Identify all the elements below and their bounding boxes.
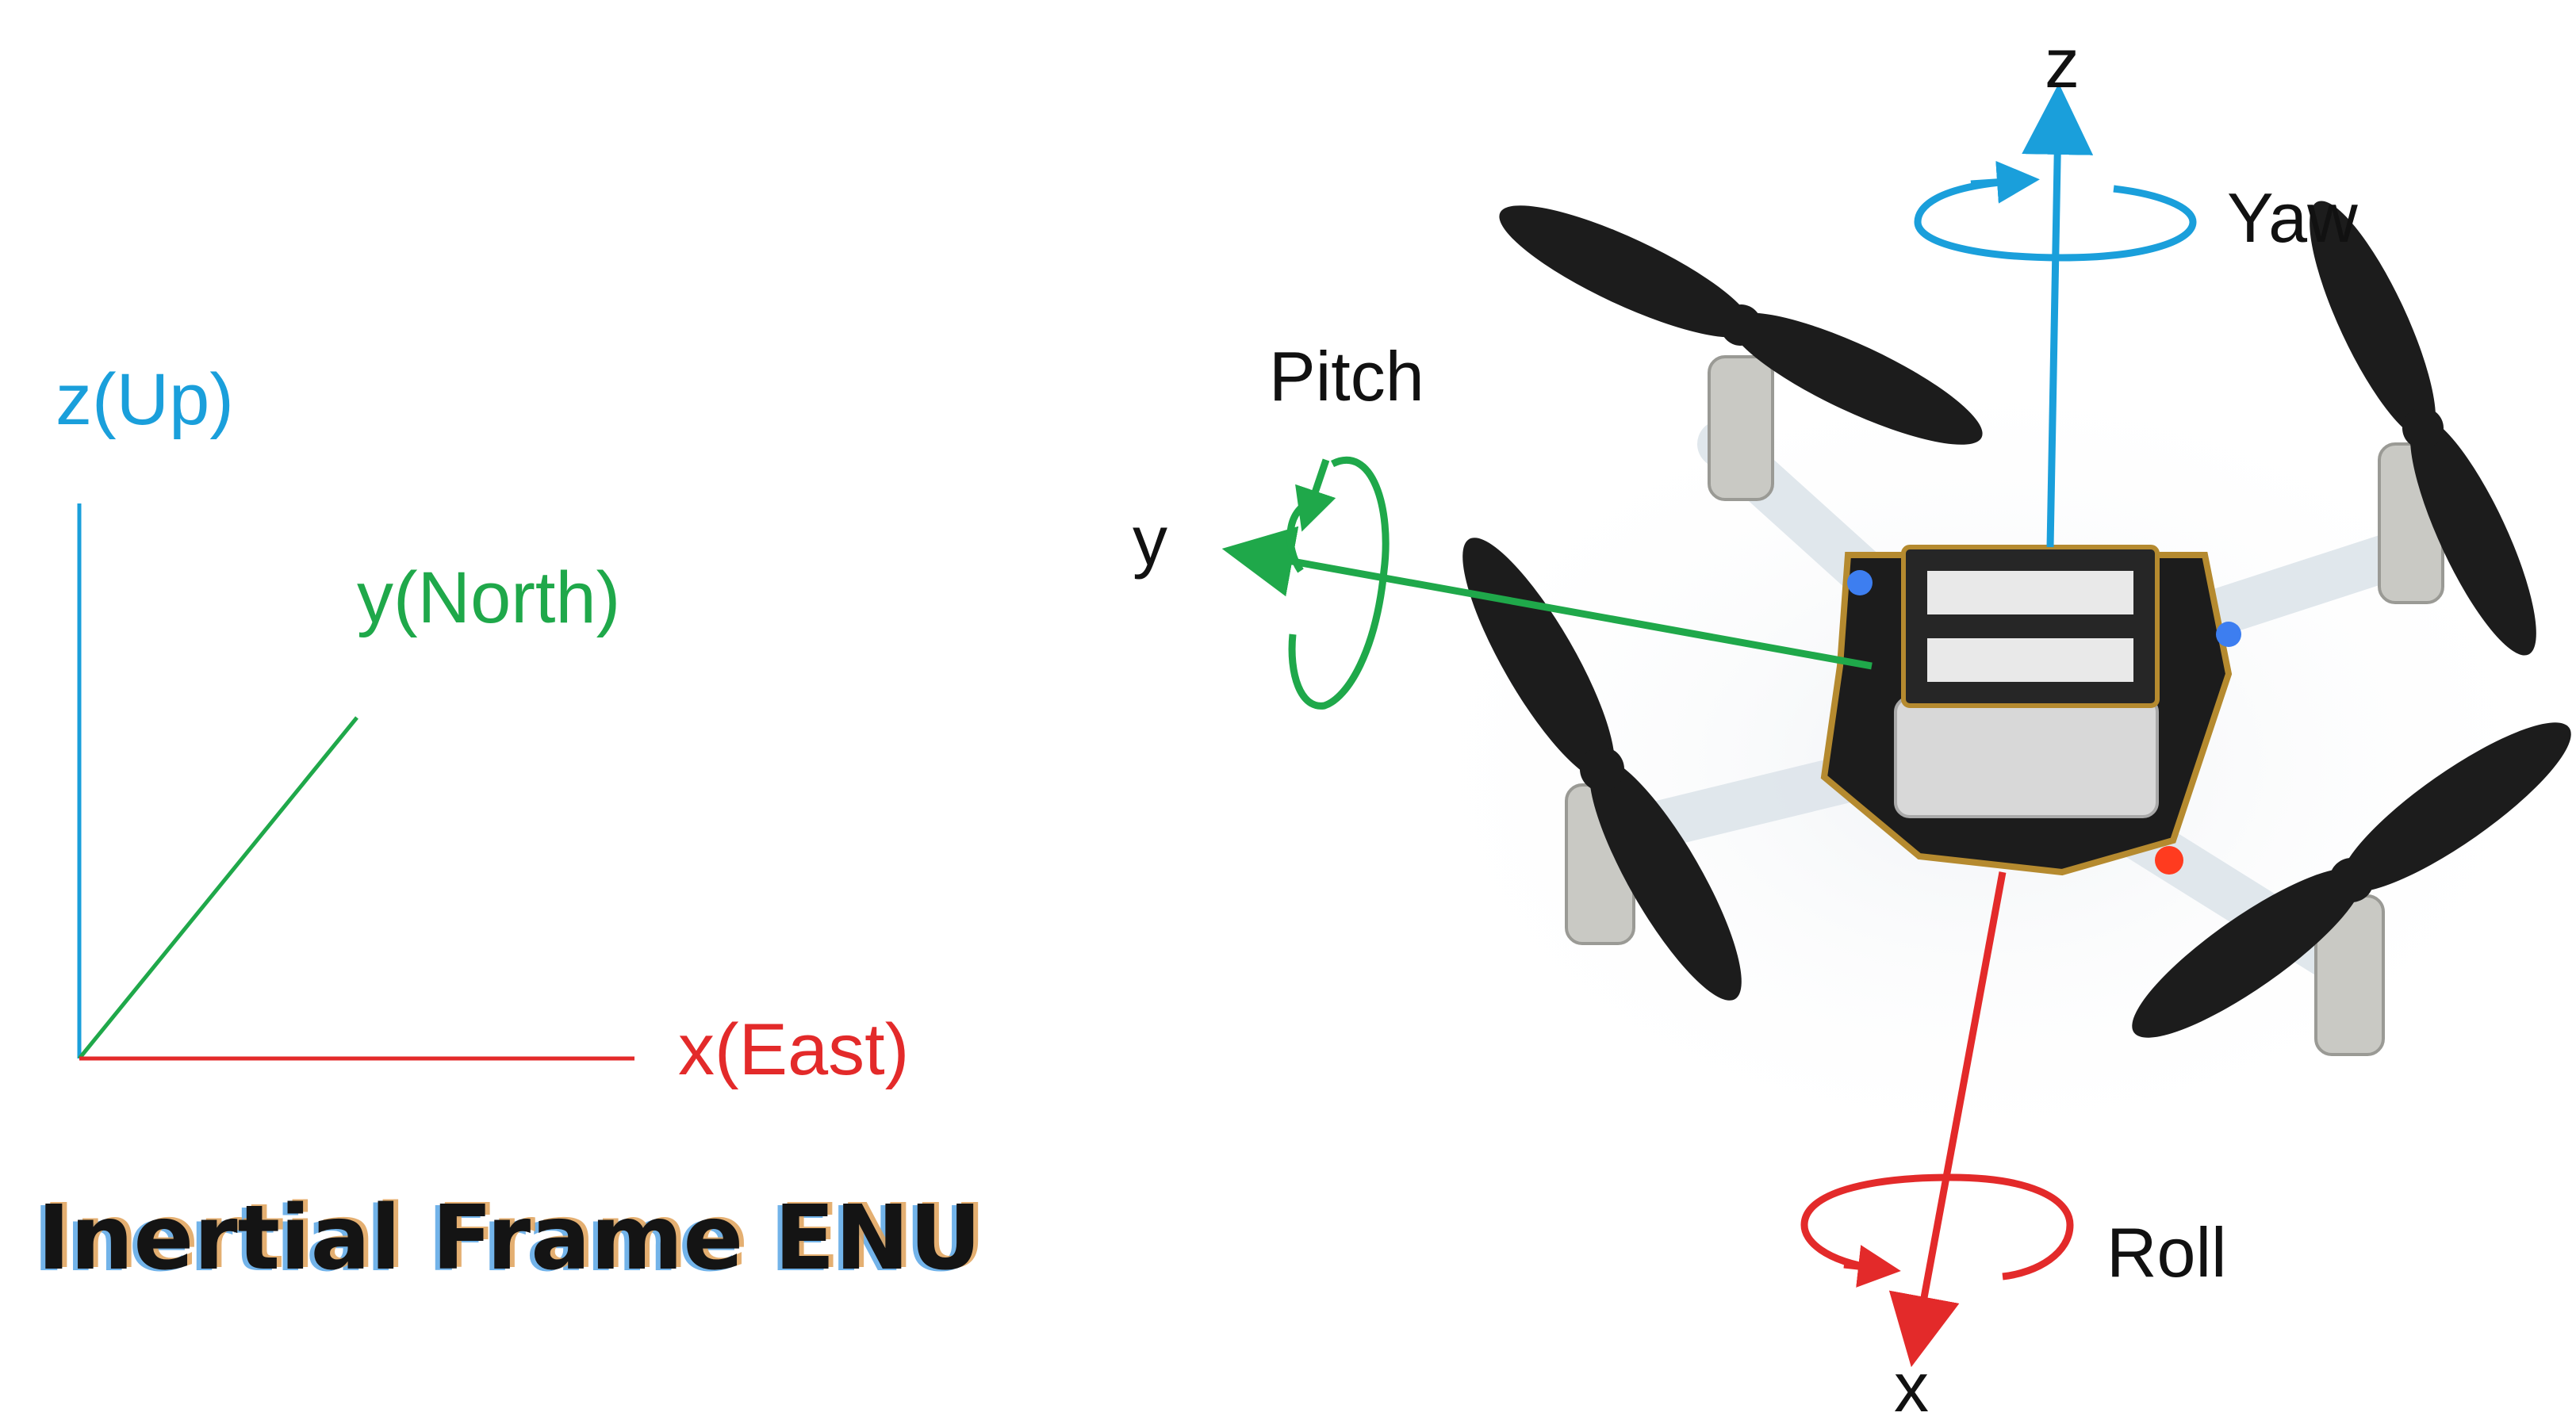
pitch-label: Pitch — [1269, 337, 1424, 415]
yaw-label: Yaw — [2227, 178, 2358, 257]
inertial-frame: z(Up) y(North) x(East) Inertial Frame EN… — [33, 359, 987, 1292]
deck-slot-top — [1927, 571, 2133, 614]
yaw-rotation-arrowhead — [1970, 160, 2040, 204]
body-y-label: y — [1133, 501, 1167, 580]
inertial-caption: Inertial Frame ENU Inertial Frame ENU In… — [33, 1185, 987, 1292]
body-z-label: z — [2045, 24, 2080, 102]
caption-shadow-blue: Inertial Frame ENU — [33, 1189, 977, 1292]
roll-rotation-arrowhead — [1843, 1245, 1901, 1288]
drone-battery — [1894, 696, 2159, 818]
caption-text: Inertial Frame ENU — [37, 1187, 982, 1290]
pitch-rotation-arrowhead — [1295, 458, 1336, 532]
pitch-rotation-arc — [1286, 456, 1390, 710]
deck-slot-bottom — [1927, 638, 2133, 682]
roll-rotation-arc — [1800, 1173, 2074, 1280]
led-red — [2155, 846, 2183, 875]
body-z-axis — [2022, 83, 2094, 548]
inertial-z-label: z(Up) — [56, 359, 234, 440]
inertial-y-label: y(North) — [357, 557, 620, 638]
propeller-front-right — [2132, 722, 2571, 1038]
propeller-back-left — [1499, 205, 1983, 445]
roll-label: Roll — [2106, 1213, 2227, 1292]
body-frame: z y x Yaw Pitch Roll — [1133, 24, 2358, 1424]
body-y-axis — [1221, 526, 1873, 670]
caption-shadow-orange: Inertial Frame ENU — [42, 1185, 987, 1288]
led-blue-right — [2216, 622, 2241, 647]
inertial-x-label: x(East) — [678, 1009, 909, 1090]
yaw-rotation-arc — [1914, 177, 2197, 262]
inertial-y-axis — [78, 716, 358, 1060]
body-x-label: x — [1894, 1348, 1929, 1424]
motor-back-left — [1708, 355, 1774, 501]
propeller-back-right — [2310, 201, 2536, 656]
body-x-axis — [1888, 871, 2007, 1368]
crazyflie-drone — [1380, 201, 2576, 1173]
led-blue-left — [1847, 570, 1873, 595]
